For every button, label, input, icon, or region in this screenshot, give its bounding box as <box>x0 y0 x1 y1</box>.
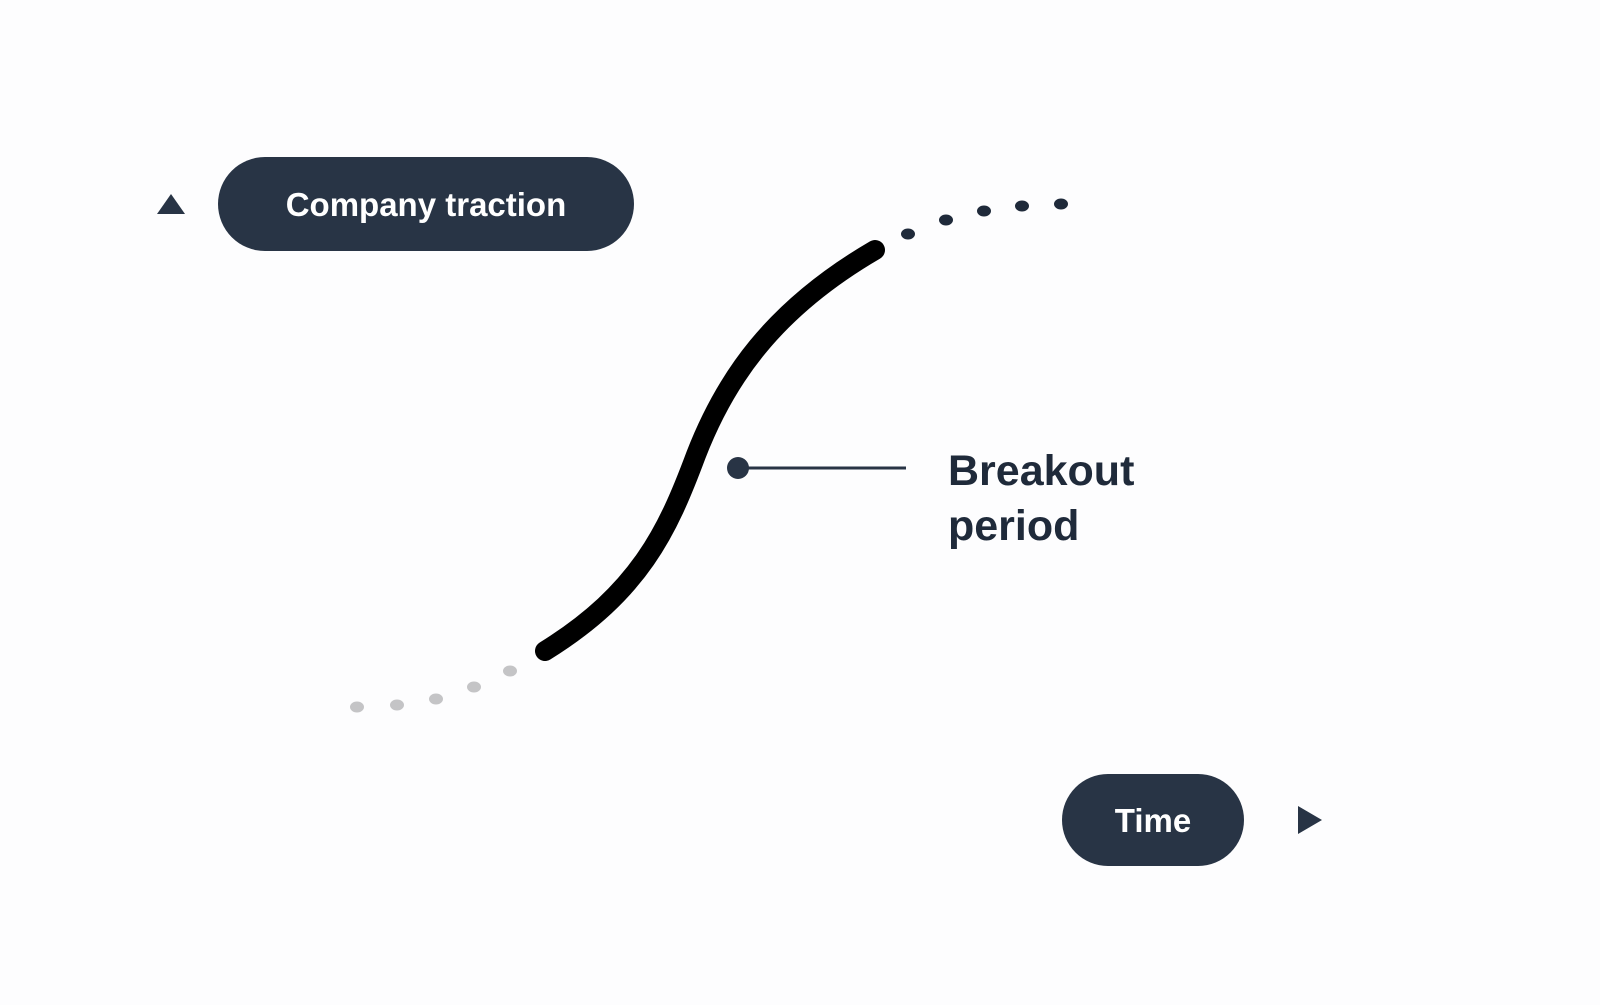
late-stage-dots <box>901 198 1068 240</box>
breakout-annotation-pointer <box>727 457 906 479</box>
y-axis-arrow-icon <box>157 194 185 214</box>
annotation-label-line2: period <box>948 502 1079 550</box>
y-axis-label-pill: Company traction <box>218 157 634 251</box>
early-stage-dots <box>350 665 517 713</box>
y-axis-label: Company traction <box>286 186 567 223</box>
x-axis-arrow-icon <box>1298 806 1322 834</box>
breakout-s-curve <box>535 240 885 661</box>
x-axis-label: Time <box>1115 802 1191 839</box>
x-axis-label-pill: Time <box>1062 774 1244 866</box>
annotation-label-line1: Breakout <box>948 447 1134 495</box>
